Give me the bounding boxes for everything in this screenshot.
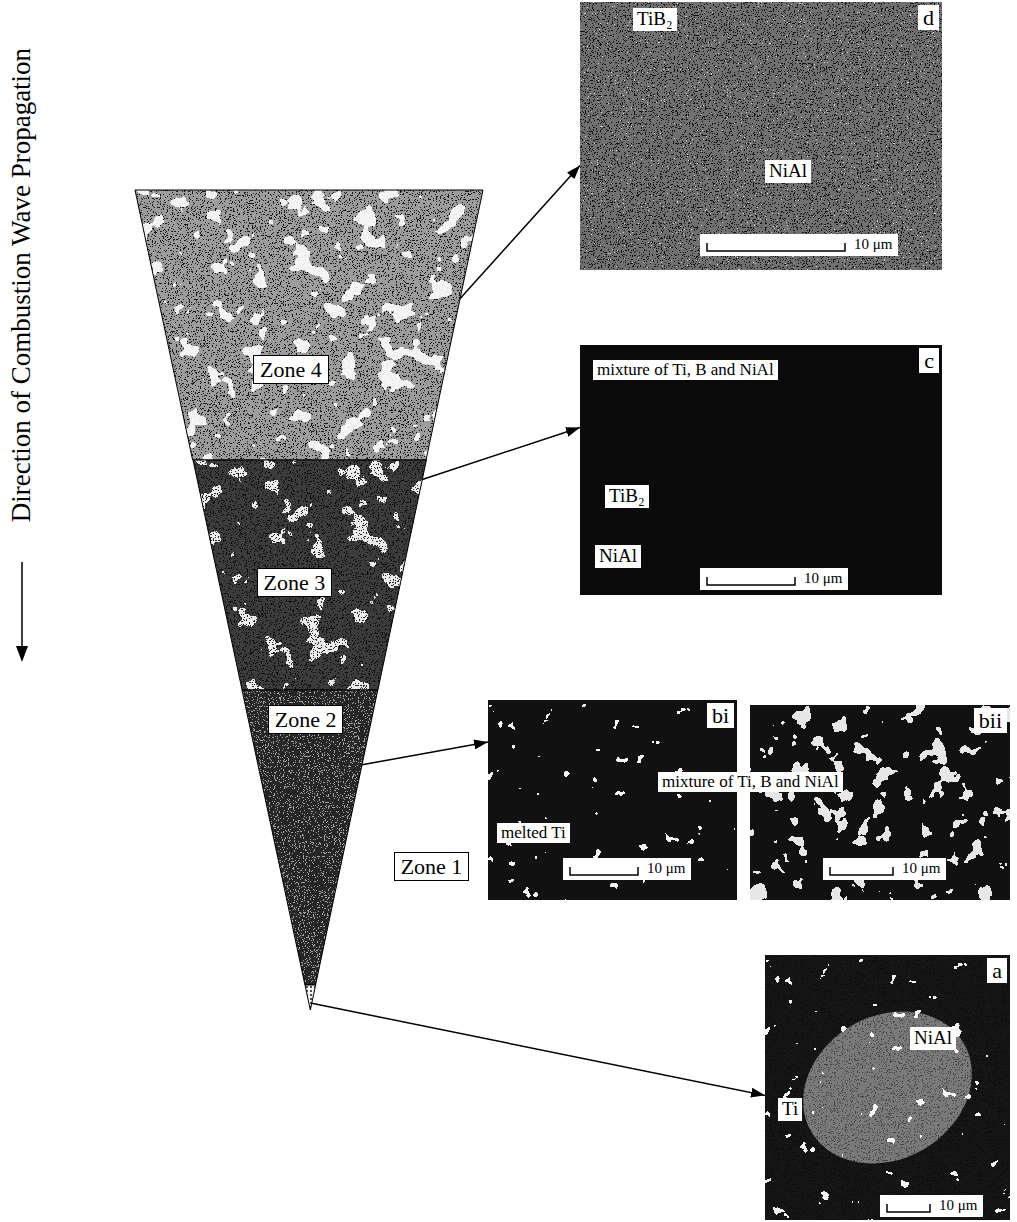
- scale-label: 10 μm: [854, 235, 892, 255]
- phase-label: mixture of Ti, B and NiAl: [593, 360, 778, 380]
- texture-grain: [765, 955, 1010, 1220]
- micrograph-panel: bi melted Ti 10 μm: [488, 700, 737, 900]
- scale-label: 10 μm: [902, 859, 940, 879]
- scale-label: 10 μm: [647, 859, 685, 879]
- scale-bar: 10 μm: [700, 568, 848, 590]
- scale-line: [887, 1204, 930, 1212]
- scale-bar: 10 μm: [880, 1195, 983, 1217]
- zone-arrow: [361, 742, 488, 765]
- texture-base: [765, 955, 1010, 1220]
- zone-arrow: [421, 428, 580, 481]
- micrograph-image: [765, 955, 1010, 1220]
- phase-label: NiAl: [910, 1027, 956, 1050]
- texture-grain: [488, 700, 737, 900]
- scale-line: [706, 568, 796, 590]
- texture-grain: [750, 705, 1010, 900]
- zone-arrow: [310, 1003, 765, 1095]
- zone-outline: [135, 190, 483, 460]
- texture-base: [242, 690, 378, 985]
- phase-label: NiAl: [910, 1027, 956, 1050]
- zone-label: Zone 3: [257, 568, 333, 597]
- micrograph-panel: c mixture of Ti, B and NiAlTiB₂ NiAl 10 μm: [580, 345, 942, 595]
- scale-bar: 10 μm: [700, 234, 898, 256]
- scale-line: [707, 243, 845, 251]
- direction-arrow: [21, 562, 23, 648]
- zone-shape: [305, 985, 316, 1010]
- texture-grain: [242, 690, 378, 985]
- zone-label: Zone 1: [394, 852, 470, 881]
- micrograph-panel: d TiB₂ NiAl 10 μm: [580, 2, 942, 270]
- scale-line: [829, 858, 894, 880]
- panel-letter: bi: [707, 703, 734, 728]
- zone-arrow: [459, 165, 580, 300]
- phase-label: NiAl: [595, 545, 641, 568]
- phase-label: melted Ti: [497, 823, 570, 843]
- texture-base: [580, 345, 942, 595]
- phase-label: NiAl: [595, 545, 641, 568]
- phase-label: TiB₂: [605, 485, 649, 508]
- phase-label: Ti: [778, 1098, 802, 1121]
- micrograph-panel: bii 10 μm: [750, 705, 1010, 900]
- texture-base: [580, 2, 942, 270]
- phase-label: mixture of Ti, B and NiAl: [658, 772, 843, 792]
- zone-band: Zone 2: [242, 690, 378, 985]
- scale-line: [570, 867, 638, 875]
- scale-line: [706, 234, 846, 256]
- texture-base: [305, 985, 316, 1010]
- texture-base: [488, 700, 737, 900]
- scale-line: [569, 858, 639, 880]
- scale-label: 10 μm: [804, 569, 842, 589]
- zone-label: Zone 2: [268, 705, 344, 734]
- texture-grain: [193, 460, 426, 690]
- texture-base: [750, 705, 1010, 900]
- zone-outline: [193, 460, 426, 690]
- micrograph-image: [580, 2, 942, 270]
- texture-base: [193, 460, 426, 690]
- scale-line: [707, 577, 795, 585]
- phase-label: NiAl: [765, 160, 811, 183]
- scale-label: 10 μm: [939, 1196, 977, 1216]
- scale-line: [886, 1195, 931, 1217]
- texture-grain: [765, 955, 1010, 1220]
- panel-letter: a: [987, 958, 1007, 983]
- zone-label: Zone 4: [253, 355, 329, 384]
- texture-grain: [580, 2, 942, 270]
- panel-letter: c: [919, 348, 939, 373]
- phase-label: TiB₂: [633, 8, 677, 31]
- texture-grain: [580, 2, 942, 270]
- texture-base: [135, 190, 483, 460]
- texture-grain: [135, 190, 483, 460]
- scale-bar: 10 μm: [823, 858, 946, 880]
- zone-band: Zone 1: [305, 985, 316, 1010]
- panel-letter: bii: [974, 708, 1007, 733]
- zone-outline: [305, 985, 316, 1010]
- zone-shape: [135, 190, 483, 460]
- phase-label: Ti: [778, 1098, 802, 1121]
- scale-line: [830, 867, 893, 875]
- micrograph-panel: aNiAlTi 10 μm: [765, 955, 1010, 1220]
- zone-band: Zone 3: [193, 460, 426, 690]
- scale-bar: 10 μm: [563, 858, 691, 880]
- direction-label: Direction of Combustion Wave Propagation: [7, 48, 37, 522]
- texture-grain: [135, 190, 483, 460]
- panel-letter: d: [918, 5, 939, 30]
- zone-outline: [242, 690, 378, 985]
- phase-label: mixture of Ti, B and NiAl: [593, 360, 778, 380]
- phase-label: TiB₂: [605, 485, 649, 508]
- phase-label: mixture of Ti, B and NiAl: [658, 772, 843, 792]
- zone-band: Zone 4: [135, 190, 483, 460]
- phase-label: TiB₂: [633, 8, 677, 31]
- direction-arrowhead: [16, 646, 28, 662]
- texture-dots: [305, 985, 316, 1010]
- phase-label: NiAl: [765, 160, 811, 183]
- phase-label: melted Ti: [497, 823, 570, 843]
- texture-grain: [193, 460, 426, 690]
